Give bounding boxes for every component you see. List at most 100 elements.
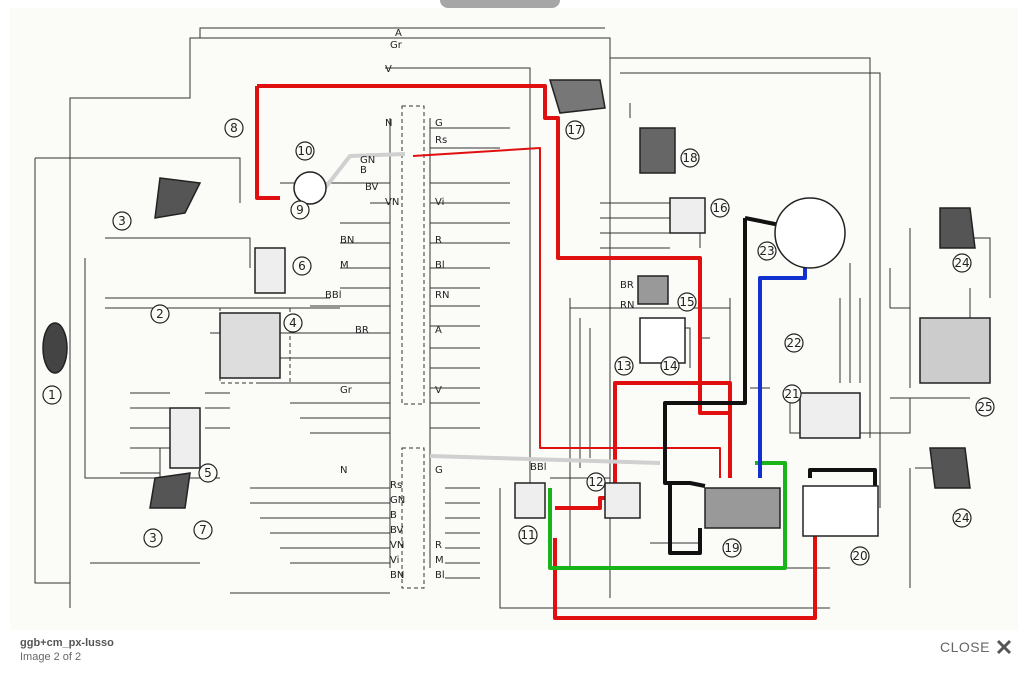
wire-code-label: A	[395, 28, 402, 39]
regulator	[704, 487, 781, 529]
turn-signal-rear-left	[929, 447, 971, 489]
component-number-10: 10	[295, 141, 315, 161]
sensor-15	[637, 275, 669, 305]
component-number-22: 22	[784, 333, 804, 353]
svg-text:11: 11	[520, 528, 535, 542]
component-number-11: 11	[518, 525, 538, 545]
svg-text:2: 2	[156, 307, 164, 321]
component-number-4: 4	[283, 313, 303, 333]
voltage-regulator-16	[669, 197, 706, 234]
component-number-16: 16	[710, 198, 730, 218]
wire-code-label: N	[385, 118, 392, 129]
black-trace-3	[808, 468, 877, 493]
wire-code-label: GN	[360, 155, 375, 166]
caption: ggb+cm_px-lusso Image 2 of 2	[20, 637, 114, 663]
switch-cluster	[219, 312, 281, 379]
wire-code-label: Vi	[390, 555, 399, 566]
component-number-13: 13	[614, 356, 634, 376]
component-number-17: 17	[565, 120, 585, 140]
component-number-15: 15	[677, 292, 697, 312]
red-trace-3	[553, 508, 817, 620]
component-number-18: 18	[680, 148, 700, 168]
wire-code-label: V	[435, 385, 442, 396]
svg-text:15: 15	[679, 295, 694, 309]
wire-code-label: G	[435, 118, 443, 129]
highlighted-traces	[255, 84, 877, 620]
switch-14	[639, 317, 686, 364]
wire-code-label: RN	[620, 300, 634, 311]
component-number-3: 3	[112, 211, 132, 231]
ignition-switch	[169, 407, 201, 469]
close-icon	[996, 639, 1012, 655]
svg-text:23: 23	[759, 244, 774, 258]
wire-code-label: BR	[620, 280, 634, 291]
white-trace	[323, 152, 406, 190]
svg-text:3: 3	[118, 214, 126, 228]
wire-code-label: BV	[365, 182, 379, 193]
component-number-1: 1	[42, 385, 62, 405]
wire-code-label: RN	[435, 290, 449, 301]
component-number-9: 9	[290, 200, 310, 220]
wire-code-label: V	[385, 64, 392, 75]
component-number-24: 24	[952, 508, 972, 528]
rear-light-unit	[919, 317, 991, 384]
caption-title: ggb+cm_px-lusso	[20, 637, 114, 649]
black-trace-4	[665, 481, 706, 488]
components	[42, 79, 991, 537]
wire-code-label: GN	[390, 495, 405, 506]
turn-signal-rear-right	[939, 207, 976, 249]
svg-text:9: 9	[296, 203, 304, 217]
relay-block	[254, 247, 286, 294]
wire-code-label: B	[390, 510, 397, 521]
white-trace-2	[429, 454, 661, 465]
wire-code-label: A	[435, 325, 442, 336]
component-number-8: 8	[224, 118, 244, 138]
wire-code-label: Bl	[435, 260, 445, 271]
wiring-diagram-svg: 1233456789101112131415161718192021222324…	[34, 27, 995, 620]
flasher-11	[514, 482, 546, 519]
coil	[639, 127, 676, 174]
wire-code-label: Rs	[435, 135, 447, 146]
component-number-14: 14	[660, 356, 680, 376]
svg-text:1: 1	[48, 388, 56, 402]
component-number-24: 24	[952, 253, 972, 273]
component-number-19: 19	[722, 538, 742, 558]
wire-code-label: B	[360, 165, 367, 176]
wire-code-label: BBl	[325, 290, 342, 301]
wire-code-label: VN	[385, 197, 399, 208]
component-number-21: 21	[782, 384, 802, 404]
backdrop-edge	[440, 0, 560, 8]
wire-code-label: Rs	[390, 480, 402, 491]
stator	[774, 197, 846, 269]
wire-code-label: BBl	[530, 462, 547, 473]
green-trace	[548, 461, 787, 570]
wire-code-label: Vi	[435, 197, 444, 208]
wire-code-label: R	[435, 235, 442, 246]
svg-text:4: 4	[289, 316, 297, 330]
svg-text:24: 24	[954, 256, 969, 270]
horn	[293, 171, 327, 205]
brake-switch-17	[548, 79, 606, 114]
fuse-box	[799, 392, 861, 439]
relay-12	[604, 482, 641, 519]
svg-text:16: 16	[712, 201, 727, 215]
wire-code-label: Gr	[340, 385, 353, 396]
battery	[802, 485, 879, 537]
wire-code-label: BR	[355, 325, 369, 336]
svg-text:25: 25	[977, 400, 992, 414]
svg-text:6: 6	[298, 259, 306, 273]
wire-code-label: BV	[390, 525, 404, 536]
svg-text:12: 12	[588, 475, 603, 489]
component-number-25: 25	[975, 397, 995, 417]
wire-code-label: M	[435, 555, 444, 566]
red-trace-2	[255, 86, 280, 200]
close-button[interactable]: CLOSE	[940, 636, 1014, 658]
svg-text:14: 14	[662, 359, 677, 373]
svg-text:19: 19	[724, 541, 739, 555]
wire-code-label: Gr	[390, 40, 403, 51]
component-number-20: 20	[850, 546, 870, 566]
svg-text:21: 21	[784, 387, 799, 401]
svg-text:3: 3	[149, 531, 157, 545]
svg-text:22: 22	[786, 336, 801, 350]
